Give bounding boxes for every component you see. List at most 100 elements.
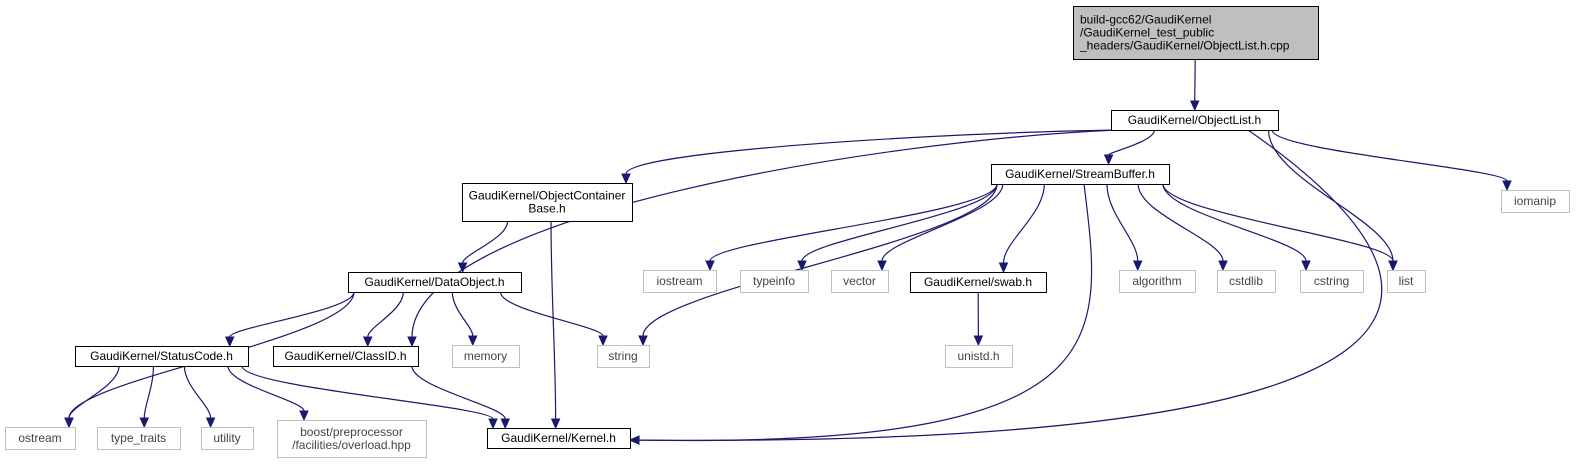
- node-objectlist[interactable]: GaudiKernel/ObjectList.h: [1111, 110, 1279, 131]
- node-algorithm: algorithm: [1119, 270, 1196, 293]
- edge-arrowhead: [797, 260, 807, 272]
- node-classid[interactable]: GaudiKernel/ClassID.h: [273, 346, 419, 367]
- edge-arrowhead: [998, 262, 1009, 274]
- edge-arrowhead: [638, 335, 648, 347]
- node-box: [1217, 270, 1276, 293]
- edge-statuscode-to-typetraits: [139, 365, 155, 429]
- edge-statuscode-to-boostpp: [227, 365, 309, 422]
- edges-layer: [64, 58, 1512, 445]
- edge-arrowhead: [1103, 154, 1114, 166]
- node-label: _headers/GaudiKernel/ObjectList.h.cpp: [1079, 39, 1290, 53]
- node-box: [910, 272, 1047, 293]
- node-label: ostream: [18, 431, 61, 445]
- node-box: [597, 345, 650, 368]
- edge-arrowhead: [224, 336, 235, 348]
- edge-arrowhead: [973, 335, 984, 347]
- edge-statuscode-to-utility: [183, 365, 216, 429]
- node-label: GaudiKernel/StreamBuffer.h: [1005, 167, 1155, 181]
- node-label: GaudiKernel/StatusCode.h: [90, 349, 233, 363]
- node-label: cstring: [1314, 274, 1349, 288]
- node-label: unistd.h: [957, 349, 999, 363]
- node-iomanip: iomanip: [1501, 190, 1570, 213]
- node-label: GaudiKernel/ObjectContainer: [469, 189, 626, 203]
- edge-streambuffer-to-list: [1162, 183, 1398, 272]
- edge-arrowhead: [1502, 180, 1512, 192]
- edge-swab-to-unistd: [973, 291, 984, 347]
- edge-arrowhead: [64, 417, 74, 429]
- edge-line: [499, 291, 604, 337]
- node-label: vector: [843, 274, 876, 288]
- edge-streambuffer-to-cstring: [1162, 183, 1311, 272]
- node-vector: vector: [831, 270, 889, 293]
- node-label: cstdlib: [1229, 274, 1263, 288]
- node-label: GaudiKernel/Kernel.h: [501, 431, 616, 445]
- edge-arrowhead: [407, 336, 417, 348]
- node-box: [97, 427, 181, 450]
- node-label: string: [608, 349, 637, 363]
- edge-line: [227, 365, 305, 412]
- edge-line: [801, 183, 998, 262]
- edge-line: [642, 183, 998, 337]
- edge-statuscode-to-kernel: [241, 365, 498, 430]
- edge-line: [451, 291, 474, 337]
- node-swab[interactable]: GaudiKernel/swab.h: [910, 272, 1047, 293]
- edge-arrowhead: [550, 418, 561, 430]
- edge-line: [638, 183, 1093, 442]
- node-label: algorithm: [1132, 274, 1181, 288]
- node-box: [1111, 110, 1279, 131]
- node-box: [643, 270, 717, 293]
- edge-line: [241, 365, 494, 420]
- edge-streambuffer-to-kernel: [628, 183, 1093, 445]
- edge-arrowhead: [877, 260, 887, 272]
- node-box: [452, 345, 520, 368]
- edge-dataobject-to-string: [499, 291, 608, 347]
- edge-arrowhead: [467, 335, 478, 347]
- node-statuscode[interactable]: GaudiKernel/StatusCode.h: [75, 346, 249, 367]
- node-label: type_traits: [111, 431, 166, 445]
- edge-line: [1002, 183, 1045, 264]
- node-dataobject[interactable]: GaudiKernel/DataObject.h: [348, 272, 522, 293]
- node-streambuffer[interactable]: GaudiKernel/StreamBuffer.h: [991, 164, 1170, 185]
- edge-arrowhead: [299, 410, 309, 422]
- node-label: boost/preprocessor: [300, 425, 403, 439]
- node-label: memory: [464, 349, 507, 363]
- node-iostream: iostream: [643, 270, 717, 293]
- node-string: string: [597, 345, 650, 368]
- edge-streambuffer-to-cstdlib: [1137, 183, 1228, 272]
- node-typetraits: type_traits: [97, 427, 181, 450]
- edge-streambuffer-to-string: [638, 183, 998, 347]
- node-kernel[interactable]: GaudiKernel/Kernel.h: [487, 428, 631, 449]
- edge-line: [1106, 183, 1139, 262]
- node-label: GaudiKernel/ClassID.h: [284, 349, 406, 363]
- edge-arrowhead: [621, 173, 631, 185]
- edge-arrowhead: [1132, 260, 1143, 272]
- node-box: [1300, 270, 1364, 293]
- node-label: GaudiKernel/swab.h: [924, 275, 1032, 289]
- node-label: GaudiKernel/ObjectList.h: [1128, 113, 1261, 127]
- edge-line: [1162, 183, 1394, 262]
- edge-objcontainer-to-dataobject: [457, 220, 509, 274]
- node-utility: utility: [201, 427, 254, 450]
- node-label: list: [1399, 274, 1414, 288]
- node-box: [945, 345, 1013, 368]
- node-box: [201, 427, 254, 450]
- edge-line: [1267, 129, 1394, 262]
- node-label: iostream: [656, 274, 702, 288]
- edge-arrowhead: [598, 335, 608, 347]
- node-label: iomanip: [1514, 194, 1556, 208]
- node-list: list: [1387, 270, 1426, 293]
- edge-line: [638, 129, 1383, 441]
- node-label: /GaudiKernel_test_public: [1080, 26, 1214, 40]
- edge-arrowhead: [1218, 260, 1228, 272]
- node-boostpp: boost/preprocessor/facilities/overload.h…: [277, 420, 427, 458]
- edge-dataobject-to-statuscode: [224, 291, 355, 348]
- node-unistd: unistd.h: [945, 345, 1013, 368]
- edge-line: [550, 220, 557, 420]
- node-box: [462, 183, 633, 222]
- edge-line: [183, 365, 212, 419]
- edge-objcontainer-to-kernel: [550, 220, 561, 430]
- edge-line: [1162, 183, 1307, 262]
- edge-arrowhead: [628, 435, 640, 445]
